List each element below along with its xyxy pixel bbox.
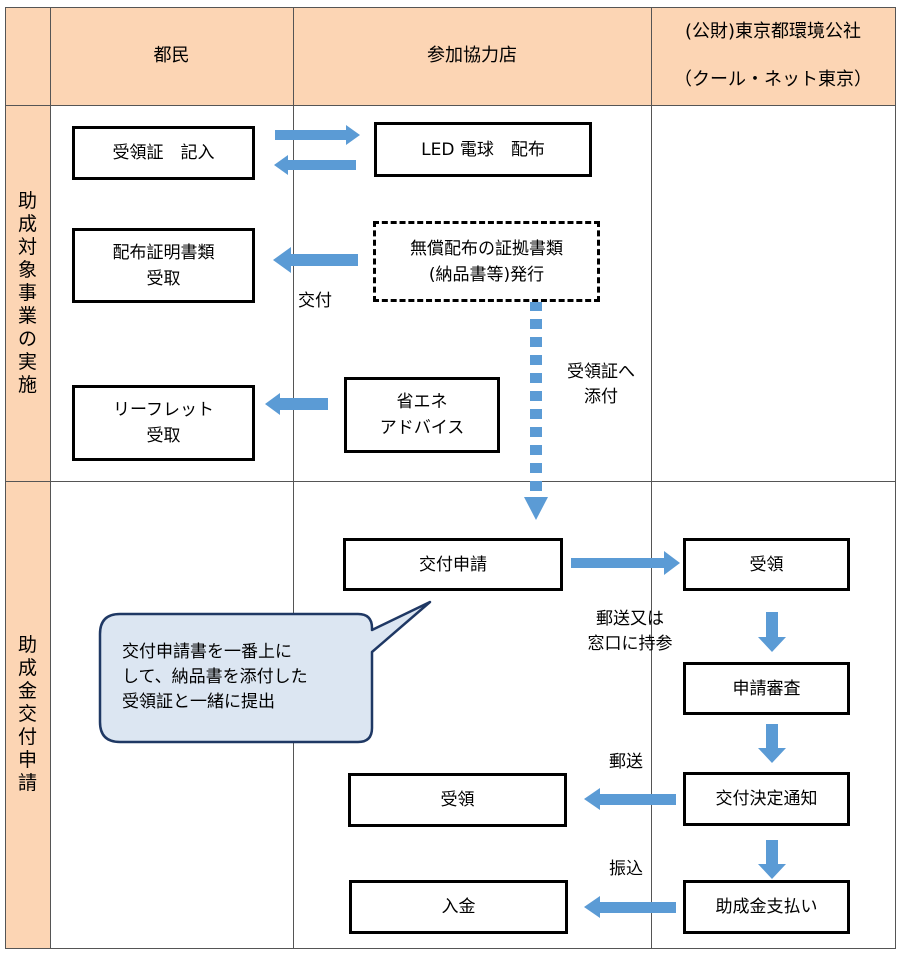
section-label-char: 請 — [17, 772, 37, 794]
arrow-advice-to-leaflet — [265, 393, 328, 415]
grid-col-b — [293, 7, 294, 949]
box-grant-payment: 助成金支払い — [683, 880, 850, 934]
header-citizens: 都民 — [153, 45, 190, 66]
header-partner-stores: 参加協力店 — [427, 45, 517, 66]
section-label-char: 申 — [17, 749, 37, 771]
section-label-char: 助 — [17, 189, 37, 212]
box-receive-application: 受領 — [683, 538, 850, 591]
section-label-char: の — [17, 327, 37, 350]
arrow-review-to-decision — [758, 724, 786, 763]
section-label-char: 対 — [17, 235, 37, 258]
arrow-decision-to-payment — [758, 840, 786, 879]
grid-bottom — [5, 948, 895, 949]
label-issue: 交付 — [298, 291, 332, 311]
section-label-char: 業 — [17, 304, 37, 327]
arrow-receive-to-review — [758, 612, 786, 652]
label-mail-or-window: 郵送又は 窓口に持参 — [587, 609, 673, 654]
label-transfer: 振込 — [609, 859, 643, 879]
arrow-receipt-to-led — [275, 125, 360, 145]
grid-left — [5, 7, 6, 949]
box-leaflet-receive: リーフレット 受取 — [72, 385, 255, 461]
section-label-char: 事 — [17, 281, 37, 304]
section-label-implementation: 助成対象事業の実施 — [5, 105, 50, 481]
grid-col-c — [651, 7, 652, 949]
box-grant-application: 交付申請 — [343, 538, 563, 591]
section-label-char: 金 — [17, 680, 37, 702]
dashed-arrow-docs-to-application — [524, 301, 548, 520]
label-attach-to-receipt: 受領証へ 添付 — [567, 362, 635, 407]
grid-header-bottom — [5, 105, 895, 106]
box-receipt-fill: 受領証 記入 — [72, 126, 255, 180]
section-column-background — [5, 105, 50, 948]
section-label-char: 成 — [17, 657, 37, 679]
section-label-char: 実 — [17, 350, 37, 373]
arrow-led-to-receipt — [274, 155, 356, 175]
arrow-payment-to-deposit — [584, 896, 676, 918]
callout-text: 交付申請書を一番上に して、納品書を添付した 受領証と一緒に提出 — [122, 642, 308, 712]
section-label-application: 助成金交付申請 — [5, 481, 50, 948]
section-label-char: 交 — [17, 703, 37, 725]
box-led-distribute: LED 電球 配布 — [374, 122, 592, 177]
box-application-review: 申請審査 — [683, 662, 850, 715]
box-grant-decision: 交付決定通知 — [683, 772, 850, 826]
grid-right — [895, 7, 896, 949]
header-environment-corp: (公財)東京都環境公社 （クール・ネット東京） — [674, 21, 872, 90]
label-mail: 郵送 — [609, 752, 643, 772]
section-label-char: 助 — [17, 634, 37, 656]
box-energy-advice: 省エネ アドバイス — [344, 377, 500, 453]
header-row-background — [5, 7, 895, 105]
section-label-char: 成 — [17, 212, 37, 235]
box-free-distribution-docs: 無償配布の証拠書類 (納品書等)発行 — [373, 221, 600, 302]
box-distribution-cert-receive: 配布証明書類 受取 — [72, 228, 255, 303]
section-label-char: 象 — [17, 258, 37, 281]
section-label-char: 施 — [17, 373, 37, 396]
arrow-decision-to-receive — [584, 788, 676, 810]
arrow-docs-to-cert — [273, 247, 358, 273]
grid-section-divider — [5, 481, 895, 482]
section-label-char: 付 — [17, 726, 37, 748]
box-receive-notice: 受領 — [348, 773, 567, 827]
grid-top — [5, 7, 895, 8]
box-deposit: 入金 — [349, 880, 568, 934]
grid-col-a — [50, 7, 51, 949]
arrow-application-to-receive — [571, 551, 680, 575]
